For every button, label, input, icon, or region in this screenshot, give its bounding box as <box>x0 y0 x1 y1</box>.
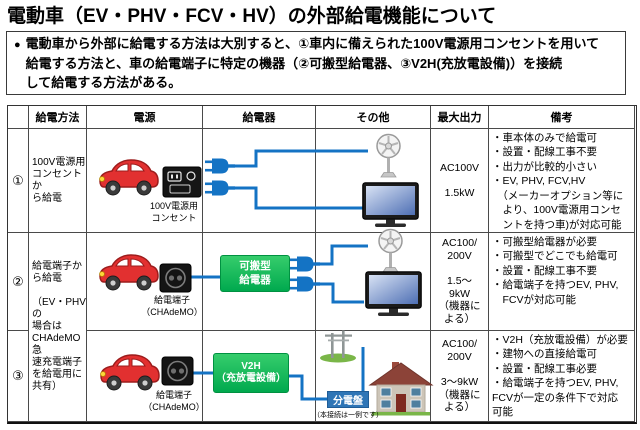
max-output-row1: AC100V 1.5kW <box>431 129 489 233</box>
remarks-row2: ・可搬型給電器が必要 ・可搬型でどこでも給電可 ・設置・配線工事不要 ・給電端子… <box>489 233 635 331</box>
header-method: 給電方法 <box>29 106 87 129</box>
header-max-output: 最大出力 <box>431 106 489 129</box>
page-title: 電動車（EV・PHV・FCV・HV）の外部給電機能について <box>7 6 497 27</box>
other-cell-row3 <box>316 331 431 422</box>
intro-box: ● 電動車から外部に給電する方法は大別すると、①車内に備えられた100V電源用コ… <box>6 31 626 95</box>
source-cell-row1 <box>87 129 203 233</box>
row3-number: ③ <box>8 331 29 422</box>
remarks-row1: ・車本体のみで給電可 ・設置・配線工事不要 ・出力が比較的小さい ・EV, PH… <box>489 129 635 233</box>
other-cell-row2 <box>316 233 431 331</box>
source-cell-row3 <box>87 331 203 422</box>
device-cell-row3 <box>203 331 316 422</box>
header-source: 電源 <box>87 106 203 129</box>
device-cell-row2 <box>203 233 316 331</box>
max-output-row2: AC100/ 200V 1.5～ 9kW （機器に よる） <box>431 233 489 331</box>
max-output-row3: AC100/ 200V 3～9kW （機器に よる） <box>431 331 489 422</box>
remarks-row3: ・V2H（充放電設備）が必要 ・建物への直接給電可 ・設置・配線工事必要 ・給電… <box>489 331 635 422</box>
other-cell-row1 <box>316 129 431 233</box>
bullet-icon: ● <box>14 39 21 51</box>
intro-text: 電動車から外部に給電する方法は大別すると、①車内に備えられた100V電源用コンセ… <box>25 36 600 90</box>
source-cell-row2 <box>87 233 203 331</box>
row1-number: ① <box>8 129 29 233</box>
power-supply-table: 給電方法 電源 給電器 その他 最大出力 備考 ① ② ③ 100V電源用 コン… <box>7 105 637 424</box>
method-row1: 100V電源用 コンセントか ら給電 <box>29 129 87 233</box>
header-device: 給電器 <box>203 106 316 129</box>
row2-number: ② <box>8 233 29 331</box>
device-cell-row1 <box>203 129 316 233</box>
header-remarks: 備考 <box>489 106 635 129</box>
header-other: その他 <box>316 106 431 129</box>
method-row2-3: 給電端子か ら給電 （EV・PHVの 場合は CHAdeMO急 速充電端子 を給… <box>29 233 87 422</box>
header-num <box>8 106 29 129</box>
